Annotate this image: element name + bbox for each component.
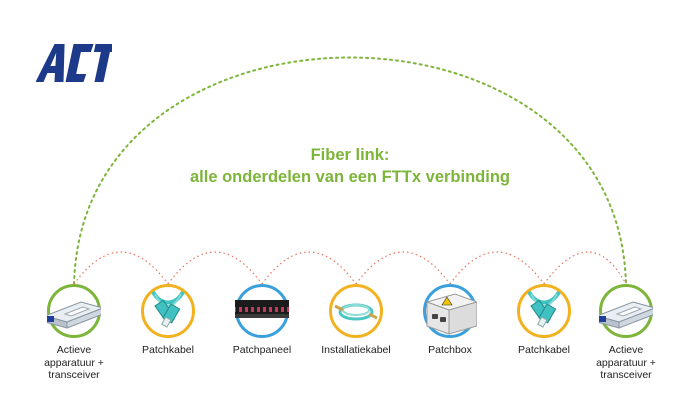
component-label: Patchbox — [395, 344, 505, 357]
component-label: Installatiekabel — [301, 344, 411, 357]
component-label: Patchkabel — [113, 344, 223, 357]
component-node — [329, 284, 383, 338]
component-label-line: apparatuur + — [44, 356, 104, 369]
component-ring — [329, 284, 383, 338]
component-label-line: Patchbox — [428, 344, 472, 356]
component-label-line: Actieve — [608, 344, 644, 356]
link-arc-1 — [73, 251, 169, 285]
link-arc-4 — [355, 251, 451, 285]
component-label-line: transceiver — [48, 369, 100, 381]
component-label-line: Actieve — [56, 344, 92, 356]
component-label-line: transceiver — [600, 369, 652, 381]
component-label-line: apparatuur + — [596, 356, 656, 369]
component-label-line: Patchkabel — [142, 344, 194, 356]
component-node — [599, 284, 653, 338]
link-arc-3 — [261, 251, 357, 285]
component-node — [517, 284, 571, 338]
component-node — [47, 284, 101, 338]
diagram-title: Fiber link: alle onderdelen van een FTTx… — [120, 144, 580, 188]
component-label: Patchpaneel — [207, 344, 317, 357]
component-label: Patchkabel — [489, 344, 599, 357]
component-label-line: Patchpaneel — [232, 344, 292, 356]
link-arc-5 — [449, 251, 545, 285]
component-node — [235, 284, 289, 338]
act-logo — [36, 42, 112, 84]
fiber-link-arc — [73, 56, 627, 291]
title-line-2: alle onderdelen van een FTTx verbinding — [190, 168, 510, 186]
link-arc-2 — [167, 251, 263, 285]
component-label-line: Patchkabel — [518, 344, 570, 356]
link-arc-6 — [543, 251, 627, 285]
component-node — [141, 284, 195, 338]
component-node — [423, 284, 477, 338]
component-label-line: Installatiekabel — [321, 344, 391, 356]
title-line-1: Fiber link: — [310, 146, 390, 164]
